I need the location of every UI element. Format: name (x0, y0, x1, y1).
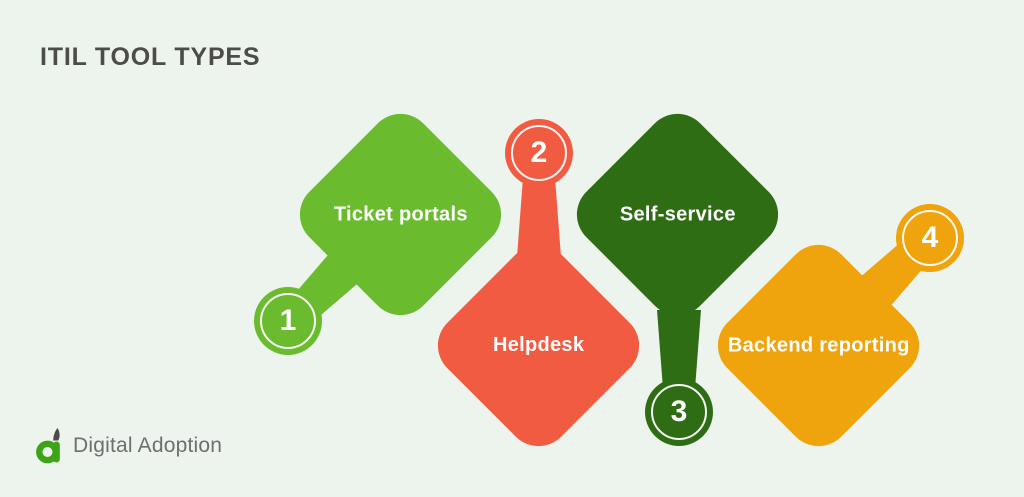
step-badge-4: 4 (896, 204, 964, 272)
brand-logo-text: Digital Adoption (73, 434, 223, 457)
step-number-1: 1 (279, 304, 297, 337)
diamond-label-helpdesk: Helpdesk (492, 333, 585, 356)
diamond-label-self-service: Self-service (619, 203, 736, 225)
brand-logo: Digital Adoption (36, 427, 222, 465)
page-title: ITIL TOOL TYPES (40, 43, 261, 71)
diamond-label-backend-reporting: Backend reporting (727, 334, 910, 356)
step-badge-1: 1 (254, 287, 322, 355)
step-number-2: 2 (530, 136, 548, 169)
diamond-label-ticket-portals: Ticket portals (333, 202, 468, 225)
step-number-3: 3 (670, 395, 688, 428)
digital-adoption-logo-icon (36, 428, 60, 464)
step-badge-3: 3 (645, 378, 713, 446)
step-badge-2: 2 (505, 119, 573, 187)
step-number-4: 4 (921, 221, 939, 254)
